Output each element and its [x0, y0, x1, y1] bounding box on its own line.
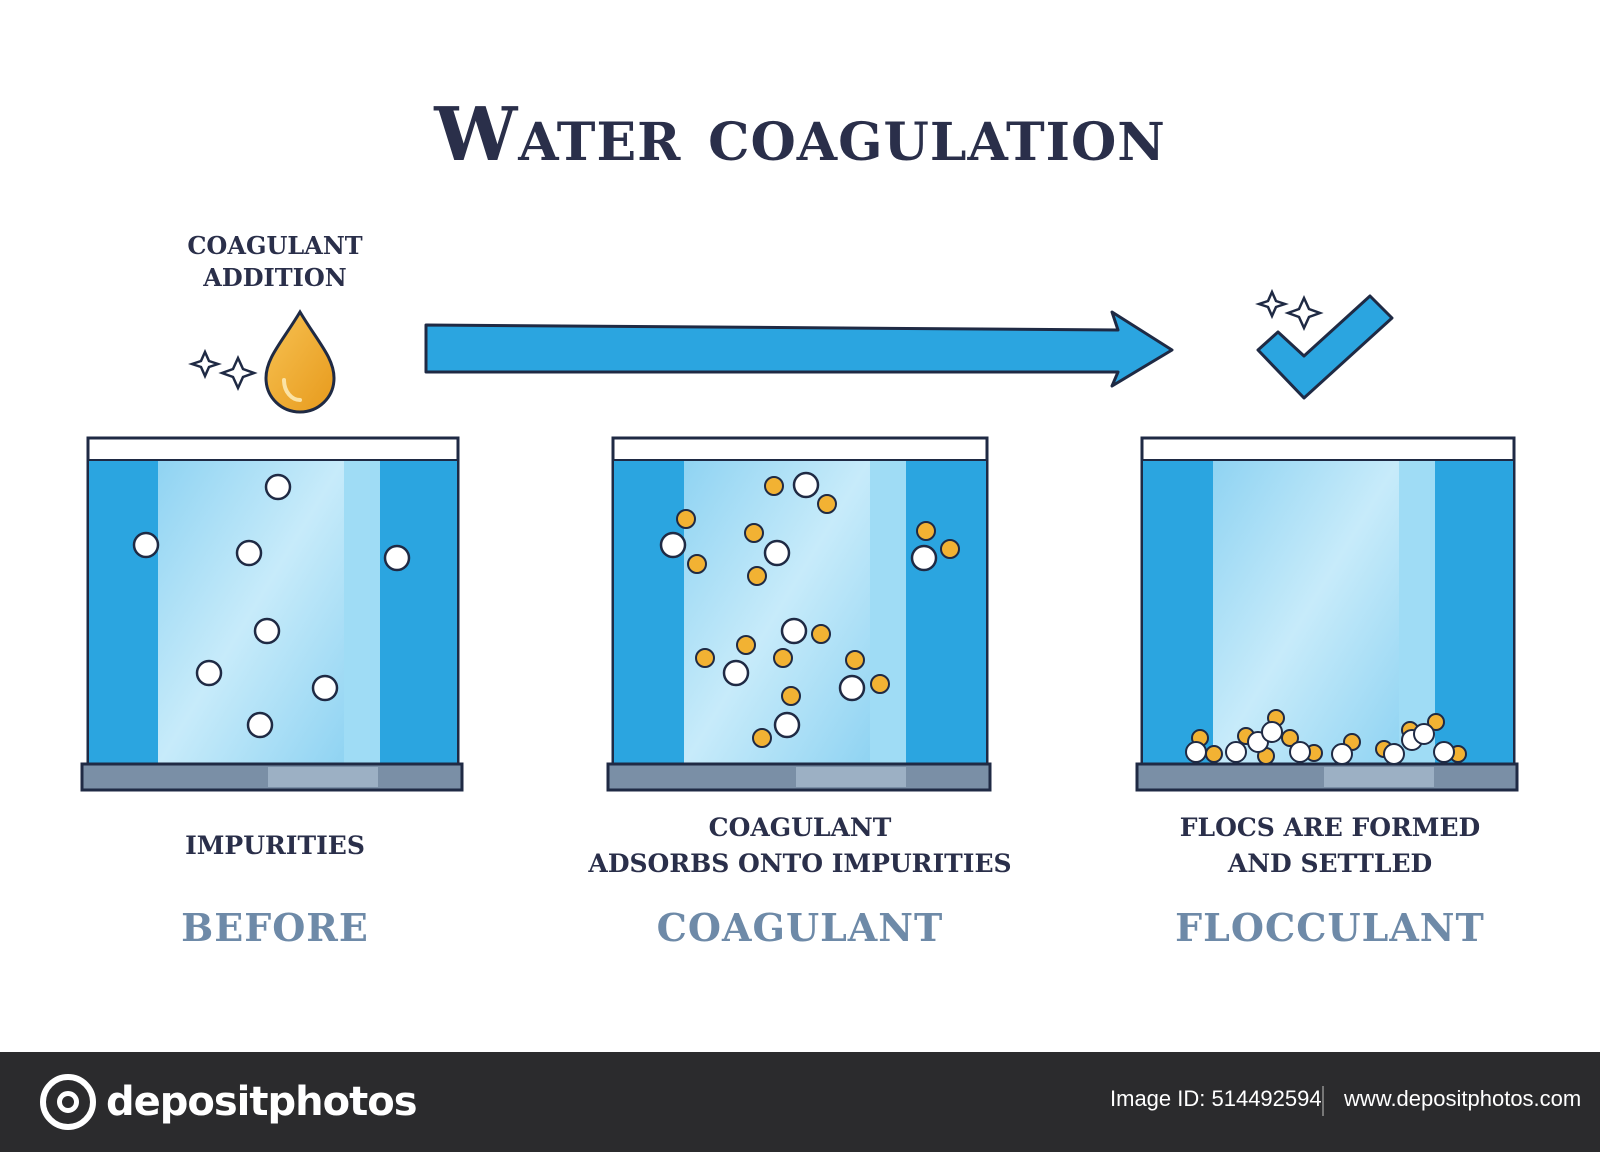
sparkle-icon — [188, 348, 258, 392]
footer-divider — [1322, 1086, 1324, 1116]
brand-name: depositphotos — [106, 1079, 418, 1125]
panel-caption-coagulant: COAGULANT ADSORBS ONTO IMPURITIES — [588, 813, 1012, 878]
diagram-canvas — [80, 288, 1519, 792]
checkmark-icon — [1256, 294, 1394, 400]
impurity-particles — [132, 473, 411, 739]
impurity-particles — [659, 471, 938, 739]
coagulant-drop-icon — [264, 309, 336, 414]
coagulant-addition-label: COAGULANT ADDITION — [160, 230, 390, 294]
process-arrow-icon — [424, 310, 1174, 388]
tank-coagulant — [606, 436, 992, 792]
page-title: Water coagulation — [434, 92, 1166, 178]
tank-flocculant — [1135, 436, 1519, 792]
image-id-text: Image ID: 514492594 — [1110, 1086, 1322, 1111]
panel-caption-flocculant: FLOCS ARE FORMED AND SETTLED — [1179, 813, 1481, 878]
stage-label-coagulant: COAGULANT — [656, 905, 944, 950]
camera-logo-icon — [40, 1074, 96, 1130]
brand-logo[interactable]: depositphotos — [40, 1070, 418, 1134]
settled-flocs — [1185, 709, 1467, 765]
footer-bar: depositphotos Image ID: 514492594 www.de… — [0, 1052, 1600, 1152]
stage-label-flocculant: FLOCCULANT — [1175, 905, 1485, 950]
panel-caption-before: IMPURITIES — [185, 831, 365, 860]
coagulant-particles — [676, 476, 960, 748]
sparkle-icon — [1255, 288, 1324, 332]
coagulant-addition-text: COAGULANT ADDITION — [187, 231, 363, 292]
site-link[interactable]: www.depositphotos.com — [1344, 1086, 1582, 1111]
stage-label-before: BEFORE — [181, 905, 369, 950]
